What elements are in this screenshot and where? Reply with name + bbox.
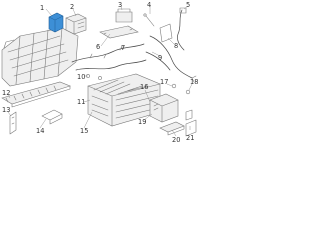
exploded-view: 1 2 3 4 5 6 7 8 9 10 11 12 13 14 15 16 1… [1, 1, 198, 144]
pin [143, 13, 155, 27]
connector-top [177, 7, 187, 51]
box-module [65, 13, 87, 35]
callout-14: 14 [36, 127, 44, 135]
cover-plate [99, 25, 139, 39]
callout-11: 11 [77, 98, 85, 106]
leader-lines [7, 5, 193, 137]
callout-15: 15 [80, 127, 88, 135]
control-module [149, 93, 179, 123]
main-cable [145, 35, 197, 83]
callout-17: 17 [160, 78, 168, 86]
callout-5: 5 [186, 1, 190, 9]
bottom-plate [159, 121, 185, 136]
callout-19: 19 [138, 118, 146, 126]
frame-rail [1, 81, 71, 108]
battery-tray [1, 27, 79, 87]
fasteners [171, 83, 193, 121]
lower-bracket [9, 111, 17, 135]
highlighted-module [48, 12, 64, 33]
callout-12: 12 [2, 89, 10, 97]
callout-6: 6 [96, 43, 100, 51]
upper-bracket [159, 23, 173, 43]
callout-13: 13 [2, 106, 10, 114]
junction-box [115, 8, 133, 23]
callout-7: 7 [121, 44, 125, 52]
callout-20: 20 [172, 136, 180, 144]
side-bar [185, 119, 197, 137]
battery-pack [87, 73, 161, 127]
callout-1: 1 [40, 4, 44, 12]
callout-labels: 1 2 3 4 5 6 7 8 9 10 11 12 13 14 15 16 1… [2, 1, 198, 144]
small-bracket [41, 109, 63, 125]
callout-4: 4 [147, 1, 151, 9]
callout-3: 3 [118, 1, 122, 9]
callout-10: 10 [77, 73, 85, 81]
callout-18: 18 [190, 78, 198, 86]
callout-8: 8 [174, 42, 178, 50]
callout-21: 21 [186, 134, 194, 142]
callout-9: 9 [158, 54, 162, 62]
callout-16: 16 [140, 83, 148, 91]
callout-2: 2 [70, 3, 74, 11]
parts-diagram: 1 2 3 4 5 6 7 8 9 10 11 12 13 14 15 16 1… [0, 0, 200, 147]
